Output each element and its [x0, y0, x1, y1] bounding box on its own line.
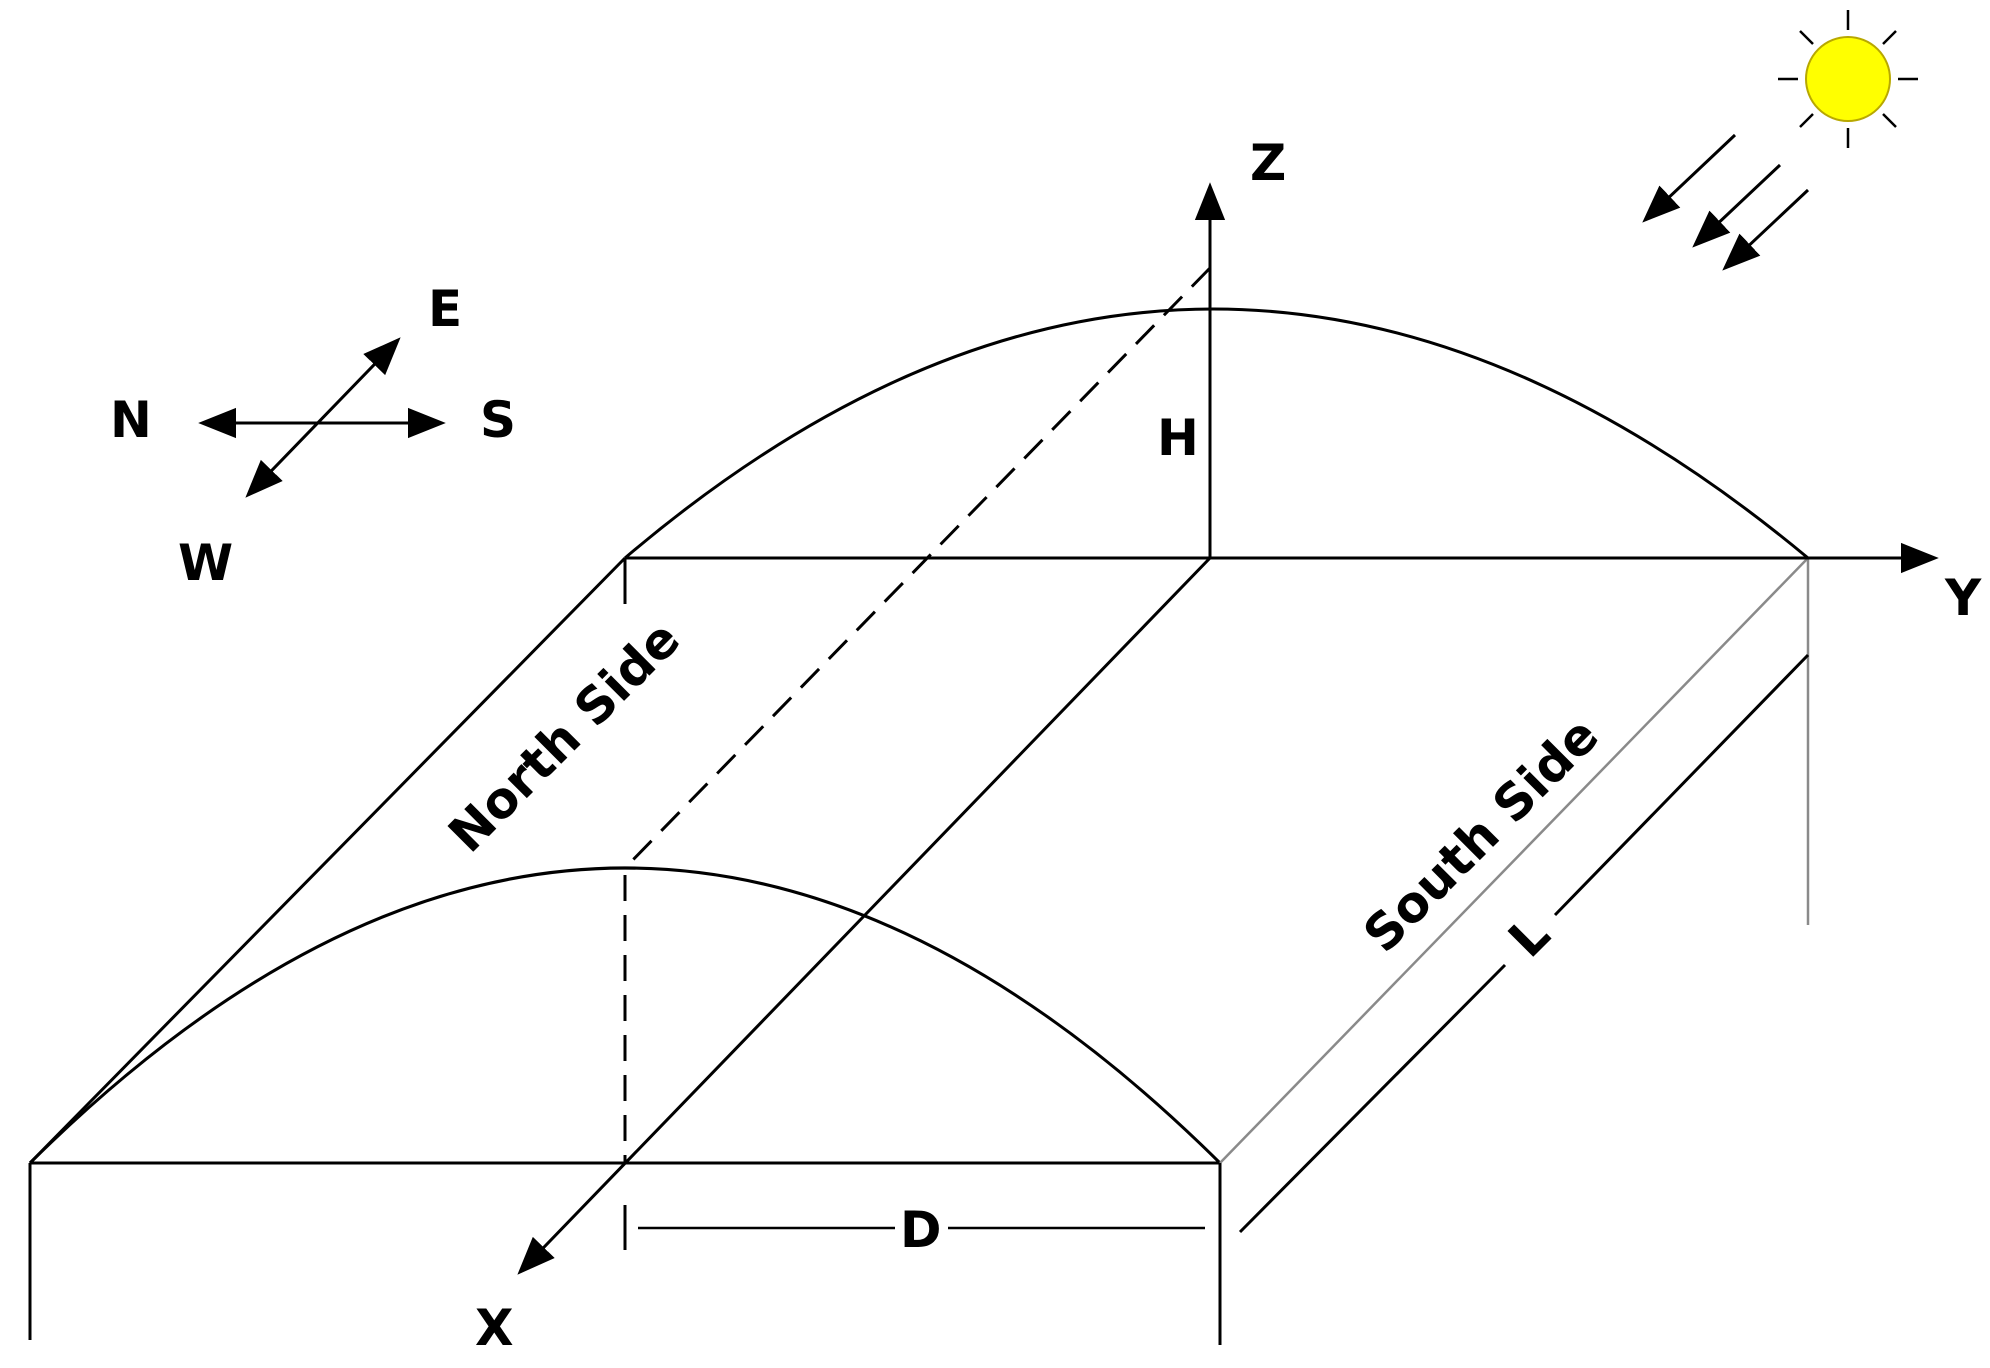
- sun-rays: [1778, 10, 1918, 148]
- compass-south-label: S: [480, 391, 516, 449]
- front-arch: [28, 866, 1222, 1165]
- z-axis-label: Z: [1250, 134, 1286, 192]
- compass-west-label: W: [178, 534, 233, 592]
- compass-east-label: E: [428, 280, 462, 338]
- ridge-dashed-line: [623, 266, 1212, 870]
- compass-north-label: N: [110, 391, 152, 449]
- y-axis-label: Y: [1944, 569, 1982, 627]
- coordinate-axes: Z Y X: [475, 134, 1982, 1357]
- sunlight-arrows-icon: [1642, 133, 1810, 271]
- north-side-edge: [28, 556, 627, 1165]
- east-west-arrow: [245, 337, 401, 498]
- height-label: H: [1157, 409, 1199, 467]
- length-dimension-line-lower: [1238, 963, 1507, 1234]
- sun-icon: [1778, 10, 1918, 148]
- length-label: L: [1497, 905, 1561, 969]
- sunlight-arrow-2: [1692, 163, 1782, 248]
- back-arch: [624, 307, 1809, 560]
- x-axis-label: X: [475, 1299, 514, 1357]
- sun-disc: [1805, 36, 1891, 122]
- sunlight-arrow-3: [1722, 188, 1810, 271]
- sunlight-arrow-1: [1642, 133, 1737, 223]
- greenhouse-structure: [28, 266, 1810, 1345]
- compass-rose: N S E W: [110, 280, 516, 592]
- length-dimension-line-upper: [1553, 653, 1810, 917]
- dimension-annotations: H D L: [623, 409, 1810, 1259]
- north-side-label: North Side: [437, 610, 691, 864]
- x-axis: [517, 556, 1212, 1275]
- south-side-edge: [1219, 557, 1809, 1164]
- side-labels: North Side South Side: [437, 610, 1609, 964]
- south-side-label: South Side: [1352, 706, 1609, 963]
- width-label: D: [900, 1201, 942, 1259]
